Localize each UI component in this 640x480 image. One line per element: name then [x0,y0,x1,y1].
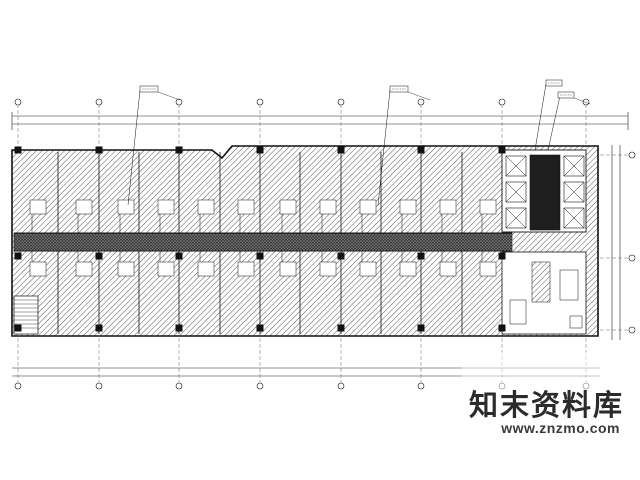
bathroom-south [319,261,337,277]
column [417,324,425,332]
axis-bubble-right [628,151,636,159]
axis-bubble-bottom [14,382,22,390]
bathroom-south [479,261,497,277]
bathroom-south [117,261,135,277]
service-area [501,251,587,335]
watermark-logo [462,352,640,462]
column [256,252,264,260]
column [95,252,103,260]
callout-tag-middle [389,85,431,101]
axis-bubble-right [628,254,636,262]
axis-bubble-bottom [175,382,183,390]
column [175,324,183,332]
elevator-core [501,149,587,233]
column [498,324,506,332]
column [14,324,22,332]
bathroom-north [439,199,457,215]
bathroom-north [399,199,417,215]
bathroom-south [29,261,47,277]
column [337,324,345,332]
bathroom-south [279,261,297,277]
column [337,146,345,154]
axis-bubble-top [498,98,506,106]
column [14,252,22,260]
column [175,146,183,154]
axis-bubble-bottom [337,382,345,390]
bathroom-north [319,199,337,215]
bathroom-north [157,199,175,215]
bathroom-north [479,199,497,215]
watermark-brand: 知末资料库 [468,388,624,422]
bathroom-south [399,261,417,277]
bathroom-north [197,199,215,215]
callout-tag-right-2 [557,91,591,105]
axis-bubble-top [582,98,590,106]
bathroom-south [359,261,377,277]
bathroom-south [439,261,457,277]
bathroom-north [359,199,377,215]
column [498,252,506,260]
bathroom-north [279,199,297,215]
grid-lines [17,104,630,384]
central-corridor [13,232,513,252]
column [175,252,183,260]
axis-bubbles [14,98,636,390]
dimension-lines-top [11,112,629,130]
column [256,146,264,154]
room-fixtures [29,199,497,277]
partition-walls [14,152,512,334]
callout-tag-left [139,85,181,101]
bathroom-north [237,199,255,215]
column [95,324,103,332]
axis-bubble-top [417,98,425,106]
callout-tags [127,83,561,206]
bathroom-south [197,261,215,277]
axis-bubble-top [256,98,264,106]
column [417,146,425,154]
axis-bubble-bottom [498,382,506,390]
axis-bubble-bottom [582,382,590,390]
bathroom-north [29,199,47,215]
column [256,324,264,332]
axis-bubble-right [628,326,636,334]
axis-bubble-top [95,98,103,106]
axis-bubble-top [337,98,345,106]
bathroom-south [237,261,255,277]
structural-columns [14,146,506,332]
column [337,252,345,260]
axis-bubble-top [14,98,22,106]
column [417,252,425,260]
column [14,146,22,154]
dimension-lines-right [611,145,621,340]
axis-bubble-top [175,98,183,106]
column [498,146,506,154]
watermark-url: www.znzmo.com [501,420,620,436]
column [95,146,103,154]
axis-bubble-bottom [417,382,425,390]
bathroom-south [157,261,175,277]
axis-bubble-bottom [256,382,264,390]
callout-tag-right-1 [545,79,563,87]
axis-bubble-bottom [95,382,103,390]
bathroom-north [75,199,93,215]
bathroom-north [117,199,135,215]
bathroom-south [75,261,93,277]
